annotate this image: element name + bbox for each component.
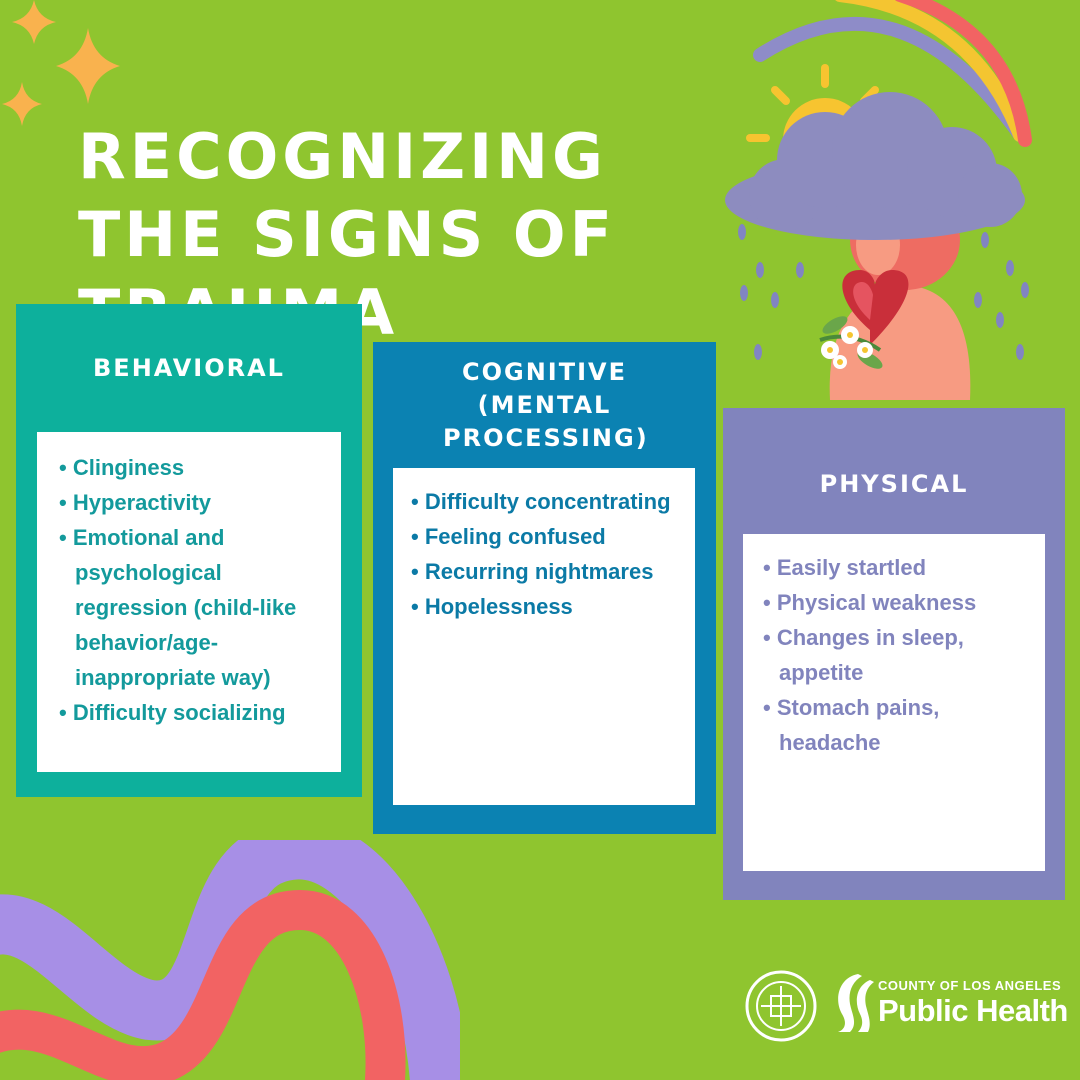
panel-title-physical: PHYSICAL <box>819 470 969 498</box>
flower-icon <box>819 316 883 369</box>
list-item: Changes in sleep, appetite <box>763 620 1035 690</box>
list-item: Clinginess <box>59 450 325 485</box>
card-behavioral: Clinginess Hyperactivity Emotional and p… <box>37 432 341 772</box>
list-item: Stomach pains, headache <box>763 690 1035 760</box>
panel-title-behavioral: BEHAVIORAL <box>93 354 285 382</box>
sparkle-icon <box>2 0 120 126</box>
cloud-icon <box>725 92 1025 240</box>
panel-title-cognitive: COGNITIVE (MENTAL PROCESSING) <box>443 358 649 452</box>
logo-county-name: COUNTY OF LOS ANGELES <box>878 978 1062 993</box>
woman-cloud-illustration <box>725 0 1032 400</box>
list-item: Easily startled <box>763 550 1035 585</box>
public-health-logo-icon <box>838 974 874 1032</box>
panel-behavioral: BEHAVIORAL Clinginess Hyperactivity Emot… <box>16 304 362 797</box>
panel-cognitive: COGNITIVE (MENTAL PROCESSING) Difficulty… <box>373 342 716 834</box>
list-item: Hopelessness <box>411 589 687 624</box>
list-item: Emotional and psychological regression (… <box>59 520 325 695</box>
card-cognitive: Difficulty concentrating Feeling confuse… <box>393 468 695 805</box>
rainbow-icon <box>753 0 1032 147</box>
list-item: Feeling confused <box>411 519 687 554</box>
county-seal-icon <box>745 970 817 1042</box>
card-physical: Easily startled Physical weakness Change… <box>743 534 1045 871</box>
list-item: Physical weakness <box>763 585 1035 620</box>
list-item: Recurring nightmares <box>411 554 687 589</box>
list-cognitive: Difficulty concentrating Feeling confuse… <box>393 468 695 624</box>
public-health-logo-text: COUNTY OF LOS ANGELES Public Health <box>878 978 1068 1028</box>
logo-public-health: Public Health <box>878 993 1068 1028</box>
heart-icon <box>842 270 909 345</box>
list-item: Difficulty concentrating <box>411 484 687 519</box>
list-behavioral: Clinginess Hyperactivity Emotional and p… <box>37 432 341 730</box>
panel-physical: PHYSICAL Easily startled Physical weakne… <box>723 408 1065 900</box>
list-item: Hyperactivity <box>59 485 325 520</box>
list-physical: Easily startled Physical weakness Change… <box>743 534 1045 760</box>
wave-decoration-icon <box>0 840 460 1080</box>
list-item: Difficulty socializing <box>59 695 325 730</box>
